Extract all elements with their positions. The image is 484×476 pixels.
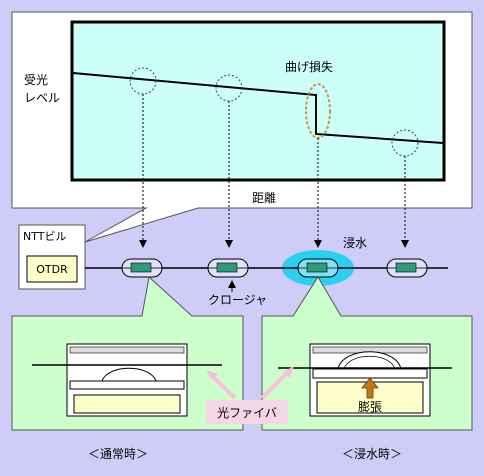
- normal-caption: ＜通常時＞: [88, 447, 148, 461]
- ylabel-line2: レベル: [24, 91, 60, 105]
- expansion-label: 膨張: [358, 400, 382, 414]
- xlabel: 距離: [252, 191, 276, 205]
- otdr-device: [26, 255, 78, 283]
- flooded-caption: ＜浸水時＞: [342, 447, 402, 461]
- building-name: NTTビル: [23, 230, 66, 243]
- fiber-pointer-right: [260, 368, 292, 400]
- normal-closure-section: [32, 343, 222, 417]
- closure-label: クロージャ: [208, 293, 267, 307]
- loss-label: 曲げ損失: [285, 59, 333, 74]
- otdr-label: OTDR: [36, 263, 68, 276]
- ylabel-line1: 受光: [24, 73, 48, 87]
- closure-2: [207, 258, 249, 278]
- fiber-pointer-left: [208, 372, 237, 400]
- closure-1: [121, 258, 163, 278]
- level-trace: [72, 72, 444, 144]
- closure-3: [297, 258, 339, 278]
- fiber-label-box: [206, 400, 288, 424]
- expansion-arrow: [361, 377, 379, 399]
- flooded-closure-section: 膨張: [278, 343, 452, 417]
- flooding-label: 浸水: [343, 236, 367, 250]
- graph-plot-area: [70, 20, 446, 182]
- closure-4: [386, 258, 428, 278]
- fiber-label: 光ファイバ: [217, 406, 277, 420]
